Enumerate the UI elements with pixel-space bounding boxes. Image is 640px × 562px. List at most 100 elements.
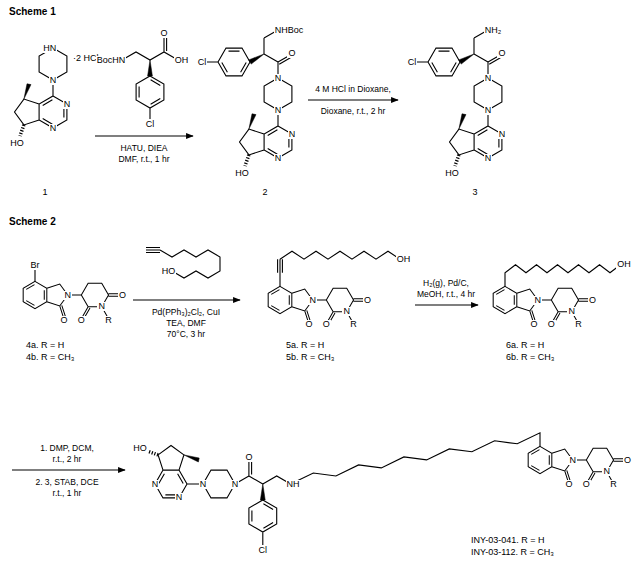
compound-label: 5b. R = CH₃ xyxy=(285,353,335,362)
atom-label: O xyxy=(497,49,506,58)
atom-label: N xyxy=(484,154,493,163)
bond-lines xyxy=(278,251,400,286)
atom-label: BocHN xyxy=(96,56,127,65)
reaction-arrow xyxy=(133,299,240,300)
atom-label: O xyxy=(547,320,556,329)
reaction-arrow xyxy=(12,469,125,470)
atom-label: HO xyxy=(161,267,177,276)
compound-label: INY-03-041. R = H xyxy=(470,536,545,545)
atom-label: NH₂ xyxy=(484,26,503,35)
atom-label: O xyxy=(322,320,331,329)
atom-label: Cl xyxy=(197,58,208,67)
atom-label: N xyxy=(308,296,317,305)
scheme-heading: Scheme 2 xyxy=(8,217,57,227)
molecule-fragment xyxy=(240,78,292,166)
reaction-conditions: Pd(PPh₃)₂Cl₂, CuI xyxy=(151,308,221,317)
atom-label: O xyxy=(287,49,296,58)
reaction-conditions: DMF, r.t., 1 hr xyxy=(117,155,170,164)
atom-label: N xyxy=(498,130,507,139)
atom-label: N xyxy=(274,106,283,115)
atom-label: N xyxy=(288,130,297,139)
compound-label: 4a. R = H xyxy=(25,341,65,350)
atom-label: N xyxy=(342,307,351,316)
atom-label: OH xyxy=(616,260,632,269)
atom-label: N xyxy=(484,74,493,83)
reaction-conditions: r.t., 1 hr xyxy=(52,489,83,498)
compound-label: INY-03-112. R = CH₃ xyxy=(470,548,555,557)
atom-label: O xyxy=(244,453,253,462)
molecule-fragment xyxy=(23,281,122,319)
atom-label: HO xyxy=(9,139,25,148)
atom-label: NH xyxy=(286,480,301,489)
atom-label: N xyxy=(151,480,160,489)
atom-label: NHBoc xyxy=(274,26,305,35)
atom-label: HO xyxy=(234,169,250,178)
atom-label: N xyxy=(602,467,611,476)
reaction-conditions: HATU, DIEA xyxy=(119,144,168,153)
atom-label: N xyxy=(567,307,576,316)
reaction-conditions: MeOH, r.t., 4 hr xyxy=(416,290,476,299)
atom-label: O xyxy=(588,296,597,305)
atom-label: O xyxy=(304,320,313,329)
compound-label: 1 xyxy=(41,188,48,197)
atom-label: R xyxy=(609,480,618,489)
atom-label: N xyxy=(484,106,493,115)
bond-lines xyxy=(235,433,540,545)
reaction-arrow xyxy=(95,135,193,136)
molecule-fragment xyxy=(15,48,67,136)
molecule-fragment xyxy=(147,446,235,498)
scheme-heading: Scheme 1 xyxy=(8,7,57,17)
reaction-conditions: r.t., 2 hr xyxy=(52,455,83,464)
atom-label: R xyxy=(574,320,583,329)
atom-label: O xyxy=(77,316,86,325)
atom-label: N xyxy=(49,124,58,133)
atom-label: Cl xyxy=(407,58,418,67)
compound-label: 6a. R = H xyxy=(505,341,545,350)
atom-label: N xyxy=(97,302,106,311)
reaction-conditions: 1. DMP, DCM, xyxy=(39,444,95,453)
molecule-fragment xyxy=(207,30,292,78)
atom-label: N xyxy=(231,480,240,489)
atom-label: O xyxy=(363,296,372,305)
atom-label: HN xyxy=(42,44,57,53)
bond-lines xyxy=(146,248,220,279)
reaction-conditions: 70°C, 3 hr xyxy=(166,330,206,339)
compound-label: 4b. R = CH₃ xyxy=(25,353,75,362)
bond-lines xyxy=(505,265,621,287)
atom-label: N xyxy=(175,493,184,502)
atom-label: Br xyxy=(30,261,41,270)
reaction-conditions: 2. 3, STAB, DCE xyxy=(34,478,99,487)
atom-label: N xyxy=(533,296,542,305)
atom-label: N xyxy=(568,456,577,465)
atom-label: N xyxy=(199,480,208,489)
atom-label: HO xyxy=(444,169,460,178)
atom-label: O xyxy=(623,456,632,465)
atom-label: R xyxy=(349,320,358,329)
bond-lines xyxy=(122,36,178,119)
atom-label: R xyxy=(104,316,113,325)
atom-label: O xyxy=(529,320,538,329)
atom-label: OH xyxy=(174,56,190,65)
atom-label: N xyxy=(63,100,72,109)
atom-label: Cl xyxy=(258,546,269,555)
compound-label: 6b. R = CH₃ xyxy=(505,353,555,362)
reaction-conditions: Dioxane, r.t., 2 hr xyxy=(320,107,387,116)
atom-label: N xyxy=(49,76,58,85)
reaction-conditions: TEA, DMF xyxy=(165,319,207,328)
atom-label: N xyxy=(274,74,283,83)
atom-label: O xyxy=(564,480,573,489)
atom-label: O xyxy=(159,29,168,38)
atom-label: O xyxy=(118,291,127,300)
bond-lines xyxy=(34,270,35,281)
compound-label: 3 xyxy=(471,188,478,197)
compound-label: 2 xyxy=(261,188,268,197)
reaction-conditions: H₂(g), Pd/C, xyxy=(422,279,470,288)
atom-label: Cl xyxy=(145,120,156,129)
reaction-arrow xyxy=(415,304,478,305)
atom-label: O xyxy=(582,480,591,489)
compound-label: 5a. R = H xyxy=(285,341,325,350)
atom-label: N xyxy=(274,154,283,163)
molecule-fragment xyxy=(417,30,502,78)
molecule-fragment xyxy=(450,78,502,166)
